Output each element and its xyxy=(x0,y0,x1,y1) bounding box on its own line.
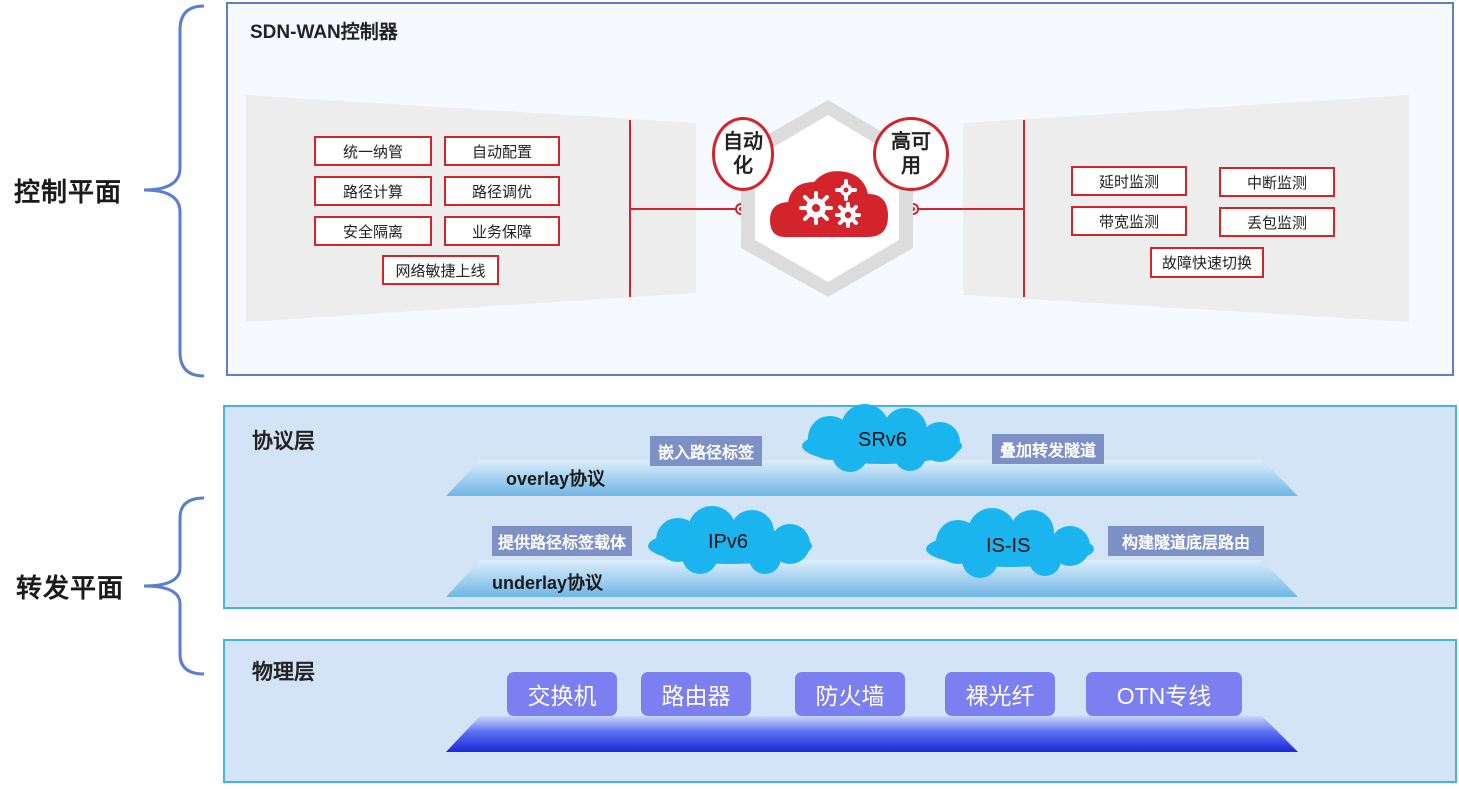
feature-auto-config: 自动配置 xyxy=(444,136,560,166)
feature-latency-monitoring: 延时监测 xyxy=(1071,166,1187,196)
controller-cloud-icon xyxy=(770,171,888,237)
control-plane-brace xyxy=(143,4,205,378)
feature-fast-failover: 故障快速切换 xyxy=(1150,247,1264,278)
forwarding-plane-label: 转发平面 xyxy=(16,573,125,603)
control-plane-label: 控制平面 xyxy=(14,177,123,207)
tag-embed-path-label: 嵌入路径标签 xyxy=(650,436,762,466)
tag-overlay-tunnel: 叠加转发隧道 xyxy=(992,434,1104,464)
feature-outage-monitoring: 中断监测 xyxy=(1219,167,1335,197)
srv6-cloud xyxy=(802,404,962,472)
feature-unified-management: 统一纳管 xyxy=(314,136,432,166)
device-router: 路由器 xyxy=(641,672,751,716)
forwarding-diagram xyxy=(446,404,1298,752)
feature-security-isolation: 安全隔离 xyxy=(314,216,432,246)
controller-diagram xyxy=(246,95,1409,322)
physical-layer-title: 物理层 xyxy=(252,661,315,684)
feature-bandwidth-monitoring: 带宽监测 xyxy=(1071,206,1187,236)
underlay-protocol-label: underlay协议 xyxy=(492,573,604,593)
overlay-protocol-label: overlay协议 xyxy=(506,469,606,489)
tag-underlay-routing: 构建隧道底层路由 xyxy=(1108,526,1264,556)
high-availability-badge: 高可用 xyxy=(873,117,949,191)
feature-service-assurance: 业务保障 xyxy=(444,216,560,246)
isis-cloud xyxy=(926,508,1094,578)
feature-agile-onboarding: 网络敏捷上线 xyxy=(382,255,499,285)
feature-packet-loss-monitoring: 丢包监测 xyxy=(1219,207,1335,237)
feature-path-calculation: 路径计算 xyxy=(314,176,432,206)
automation-badge: 自动化 xyxy=(712,117,774,191)
device-dark-fiber: 裸光纤 xyxy=(945,672,1055,716)
device-firewall: 防火墙 xyxy=(795,672,905,716)
feature-path-tuning: 路径调优 xyxy=(444,176,560,206)
isis-label: IS-IS xyxy=(986,535,1031,557)
ipv6-cloud xyxy=(648,506,812,574)
overlay-platform xyxy=(446,460,1298,496)
tag-path-label-carrier: 提供路径标签载体 xyxy=(492,526,632,556)
srv6-label: SRv6 xyxy=(858,429,907,451)
forwarding-plane-brace xyxy=(143,496,205,676)
device-otn-line: OTN专线 xyxy=(1086,672,1242,716)
protocol-layer-title: 协议层 xyxy=(252,430,315,453)
device-switch: 交换机 xyxy=(507,672,617,716)
ipv6-label: IPv6 xyxy=(708,531,749,553)
physical-platform xyxy=(446,716,1298,752)
left-feature-panel xyxy=(246,95,696,322)
underlay-platform xyxy=(446,560,1298,597)
controller-title: SDN-WAN控制器 xyxy=(250,22,398,43)
